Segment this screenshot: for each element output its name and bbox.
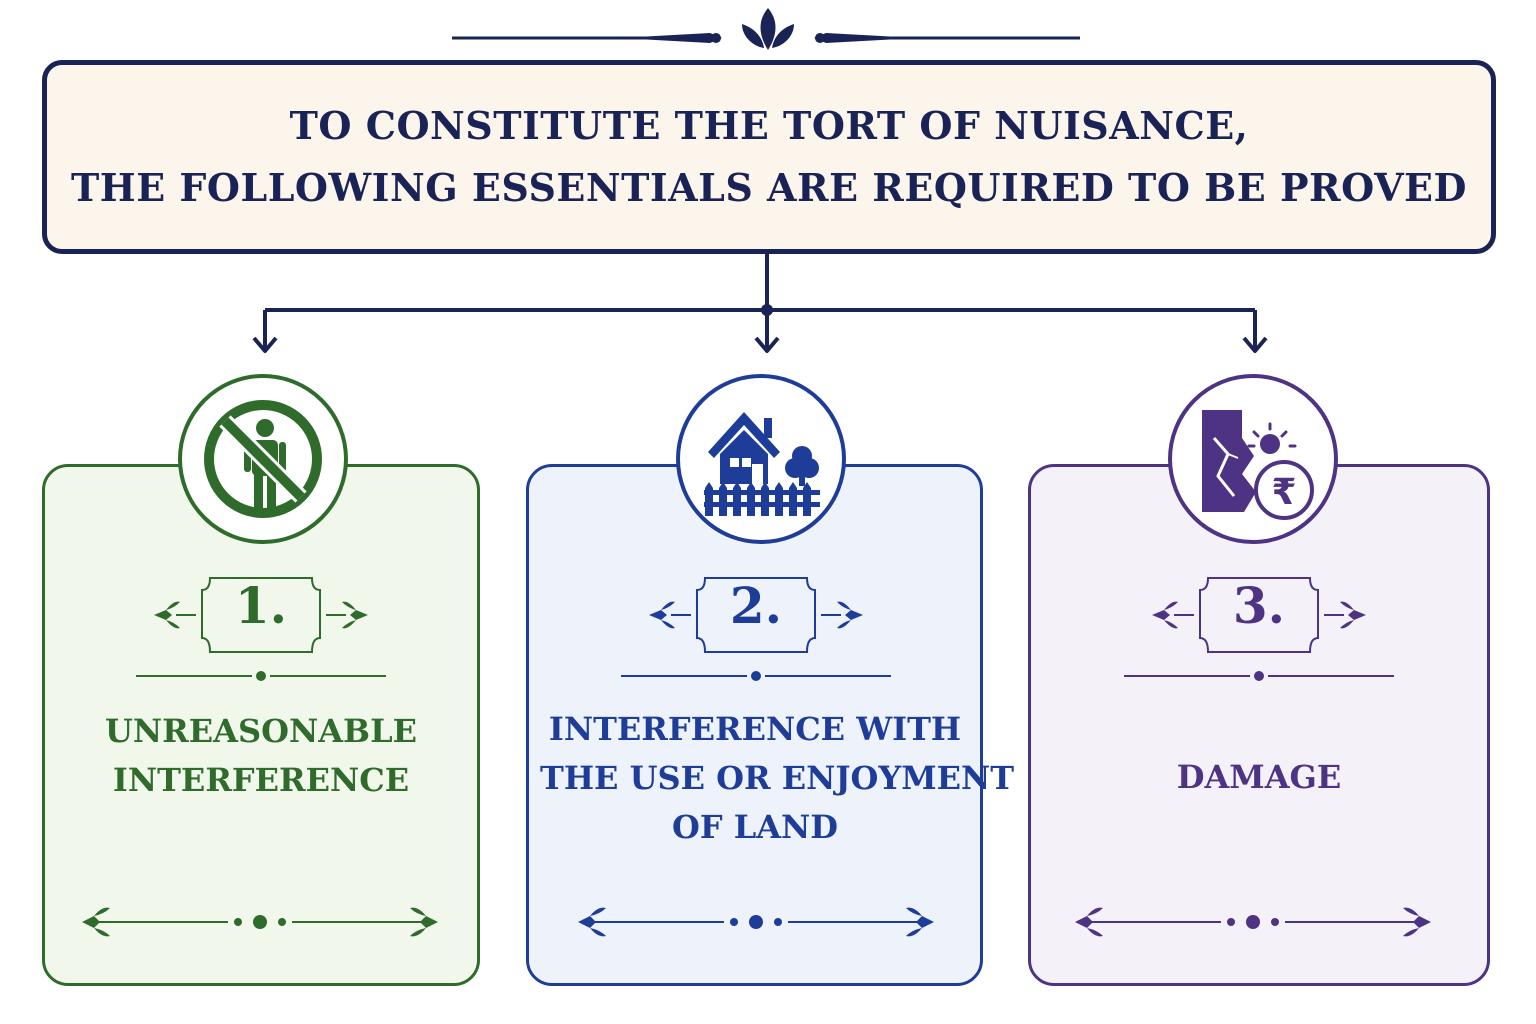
- essential-label-line: THE USE OR ENJOYMENT: [540, 759, 1015, 797]
- number-badge-3: 3.: [1124, 560, 1394, 690]
- number-badge-1: 1.: [126, 560, 396, 690]
- icon-badge-1: [178, 374, 348, 544]
- essential-label-line: UNREASONABLE: [105, 712, 417, 750]
- essential-label-line: INTERFERENCE: [112, 761, 410, 799]
- essential-card-1: [42, 464, 480, 986]
- svg-text:₹: ₹: [1271, 472, 1296, 513]
- essential-label-3: DAMAGE: [1048, 753, 1470, 802]
- bottom-flourish-ornament: [82, 907, 438, 937]
- cracked-wall-rupee-icon: ₹: [1202, 410, 1314, 520]
- icon-badge-3: ₹: [1168, 374, 1338, 544]
- bottom-flourish-ornament: [1075, 907, 1431, 937]
- arrow-down-icon: [252, 336, 278, 353]
- essential-number-1: 1.: [234, 576, 288, 635]
- essential-number-2: 2.: [729, 576, 783, 635]
- essential-label-line: INTERFERENCE WITH: [548, 710, 962, 748]
- arrow-down-icon: [1242, 336, 1268, 353]
- essential-number-3: 3.: [1232, 576, 1286, 635]
- house-fence-tree-icon: [704, 412, 820, 516]
- number-frame-ornament: [1124, 577, 1394, 681]
- essential-label-2: INTERFERENCE WITH THE USE OR ENJOYMENT O…: [540, 705, 1015, 852]
- arrow-down-icon: [754, 336, 780, 353]
- top-flourish-ornament: [452, 8, 1080, 50]
- number-frame-ornament: [136, 577, 386, 681]
- essential-label-line: DAMAGE: [1176, 758, 1342, 796]
- number-frame-ornament: [621, 577, 891, 681]
- no-person-icon: [204, 400, 322, 518]
- essential-label-line: OF LAND: [671, 808, 839, 846]
- branch-connector: [252, 254, 1268, 353]
- header-title-line-2: THE FOLLOWING ESSENTIALS ARE REQUIRED TO…: [71, 165, 1467, 210]
- essential-label-1: UNREASONABLE INTERFERENCE: [62, 707, 460, 805]
- header-title-line-1: TO CONSTITUTE THE TORT OF NUISANCE,: [289, 103, 1249, 148]
- bottom-flourish-ornament: [578, 907, 934, 937]
- header-box: TO CONSTITUTE THE TORT OF NUISANCE, THE …: [42, 60, 1496, 254]
- number-badge-2: 2.: [621, 560, 891, 690]
- icon-badge-2: [676, 374, 846, 544]
